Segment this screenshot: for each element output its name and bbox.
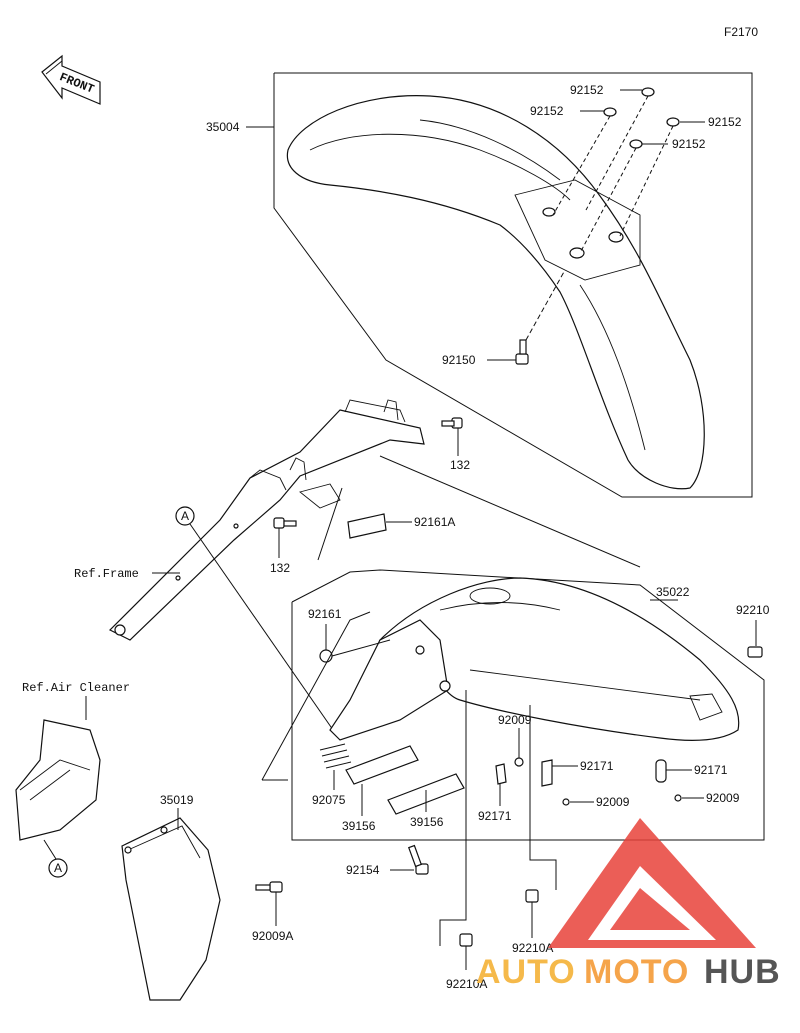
clip-92210	[747, 646, 763, 658]
label-92154: 92154	[346, 863, 380, 877]
label-92161a: 92161A	[414, 515, 455, 529]
svg-text:A: A	[181, 509, 189, 523]
label-92152-c: 92152	[708, 115, 742, 129]
ref-frame-label: Ref.Frame	[74, 567, 139, 581]
front-arrow-icon: FRONT	[41, 54, 101, 105]
label-35019: 35019	[160, 793, 194, 807]
label-92171-right: 92171	[694, 763, 728, 777]
clip-92210a-left	[459, 933, 473, 947]
washer-92152-d	[629, 139, 643, 149]
label-92210: 92210	[736, 603, 770, 617]
label-92150: 92150	[442, 353, 476, 367]
label-92009-upper: 92009	[498, 713, 532, 727]
spring-92075	[319, 743, 352, 769]
label-132-lower: 132	[270, 561, 290, 575]
rear-fender-group-frame	[291, 569, 765, 841]
air-cleaner	[15, 719, 101, 841]
clamp-92171-left	[495, 763, 507, 785]
label-92009-right: 92009	[706, 791, 740, 805]
label-39156-left: 39156	[342, 819, 376, 833]
cushion-92161a	[347, 513, 387, 539]
label-92009-mid: 92009	[596, 795, 630, 809]
front-fender	[286, 95, 705, 490]
washer-92152-c	[666, 117, 680, 127]
screw-92009-upper	[514, 757, 524, 767]
automotohub-watermark-logo: AUTO MOTO HUB	[476, 818, 781, 991]
svg-text:A: A	[54, 861, 62, 875]
washer-92152-a	[641, 87, 655, 97]
clamp-92171-mid	[541, 759, 553, 787]
bolt-132-upper	[441, 417, 463, 429]
label-35022: 35022	[656, 585, 690, 599]
watermark-hub: HUB	[704, 953, 781, 991]
bolt-92154	[407, 844, 429, 875]
ref-air-cleaner-label: Ref.Air Cleaner	[22, 681, 130, 695]
label-92152-d: 92152	[672, 137, 706, 151]
label-92152-a: 92152	[570, 83, 604, 97]
label-92210a-left: 92210A	[446, 977, 487, 991]
label-39156-right: 39156	[410, 815, 444, 829]
watermark-moto: MOTO	[584, 953, 689, 991]
clip-92210a-right	[525, 889, 539, 903]
callout-a-upper: A	[175, 506, 195, 526]
label-92152-b: 92152	[530, 104, 564, 118]
bolt-92009a	[255, 881, 283, 893]
screw-92009-mid	[562, 798, 570, 806]
screw-92009-right	[674, 794, 682, 802]
mudguard-35019	[121, 817, 221, 1001]
label-132-upper: 132	[450, 458, 470, 472]
label-92171-left: 92171	[478, 809, 512, 823]
label-35004: 35004	[206, 120, 240, 134]
front-fender-group-frame	[273, 72, 753, 498]
label-92210a-right: 92210A	[512, 941, 553, 955]
frame	[108, 399, 425, 641]
bolt-92150	[515, 339, 529, 365]
rear-fender	[329, 577, 740, 741]
label-92161: 92161	[308, 607, 342, 621]
diagram-code: F2170	[724, 25, 758, 39]
label-92009a: 92009A	[252, 929, 293, 943]
pad-39156-left	[345, 745, 419, 785]
label-92075: 92075	[312, 793, 346, 807]
washer-92152-b	[603, 107, 617, 117]
label-92171-mid: 92171	[580, 759, 614, 773]
watermark-auto: AUTO	[476, 953, 576, 991]
callout-a-lower: A	[48, 858, 68, 878]
bolt-132-lower	[273, 517, 297, 529]
clamp-92171-right	[655, 759, 667, 783]
